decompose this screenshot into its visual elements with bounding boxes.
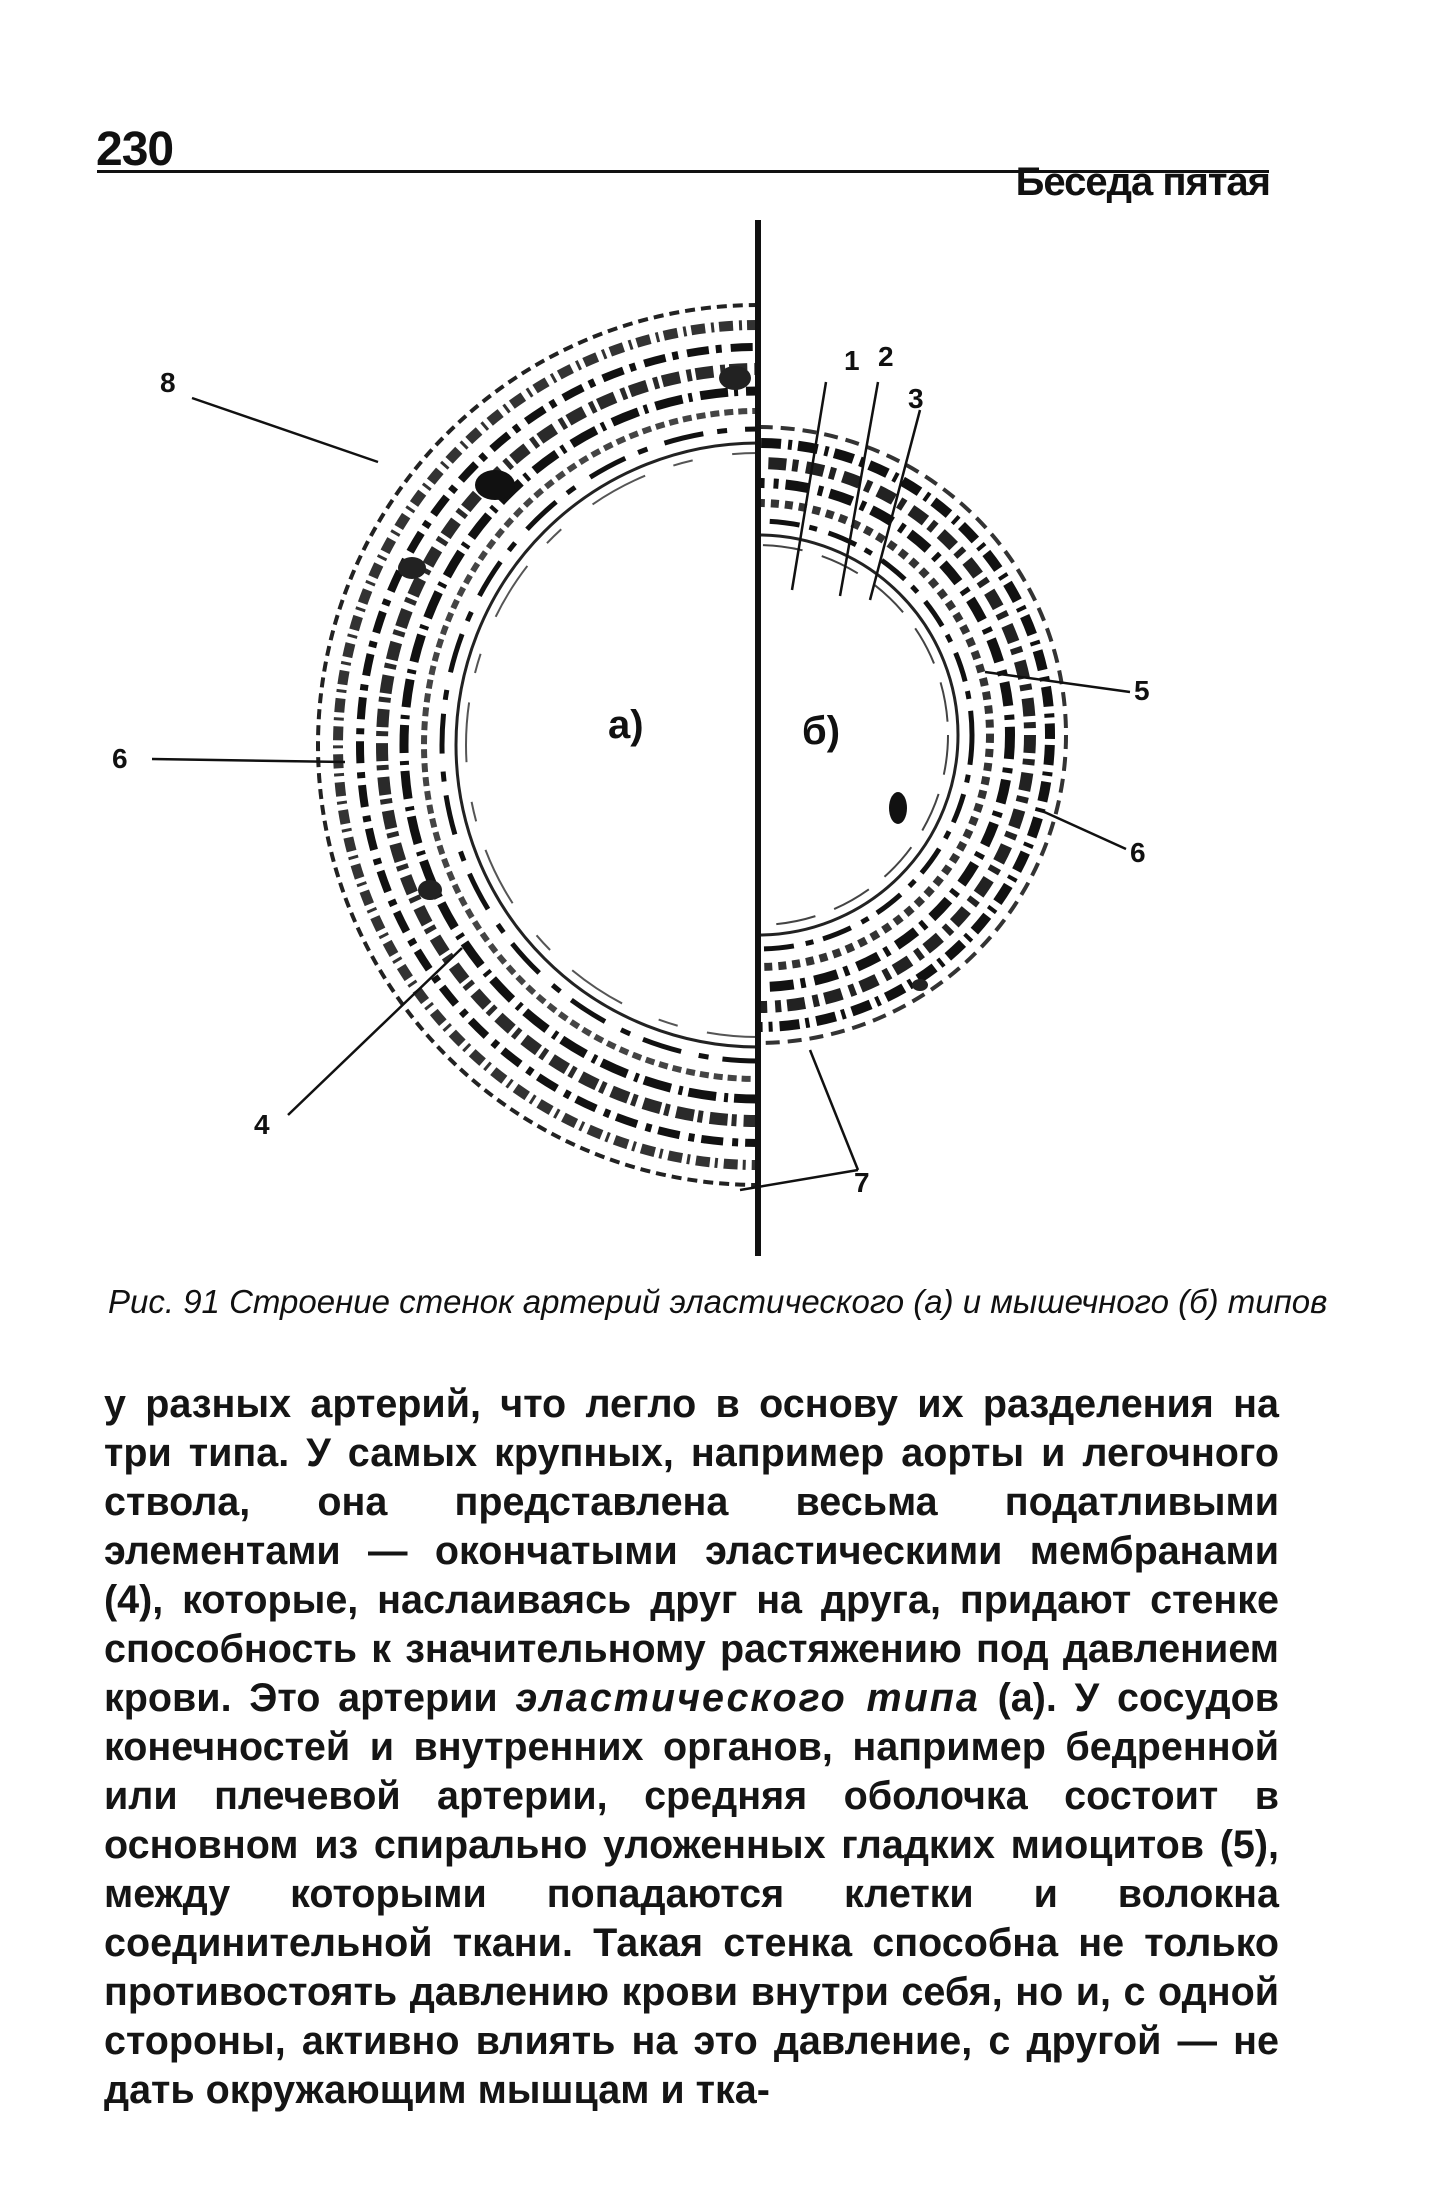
header-rule [97,170,1269,173]
caption-prefix: Рис. 91 [108,1283,220,1320]
elastic-artery-section [316,303,758,1187]
running-head: Беседа пятая [1015,160,1271,204]
label-6-left: 6 [112,743,128,774]
label-3: 3 [908,383,924,414]
leader-lines [151,381,1131,1192]
artery-wall-figure: 8 6 4 1 2 3 5 6 7 а) б) [112,220,1150,1256]
body-text-part-1: у разных артерий, что легло в основу их … [104,1382,1279,1720]
term-elastic-type: эластического типа [515,1676,980,1720]
label-8: 8 [160,367,176,398]
panel-a-label: а) [608,703,644,747]
label-1: 1 [844,345,860,376]
figure-caption: Рис. 91 Строение стенок артерий эластиче… [108,1283,1327,1321]
muscular-artery-section [758,425,1068,1045]
label-4: 4 [254,1109,270,1140]
label-2: 2 [878,341,894,372]
label-6-right: 6 [1130,837,1146,868]
label-7: 7 [854,1167,870,1198]
panel-b-label: б) [802,709,840,753]
caption-text: Строение стенок артерий эластического (а… [229,1283,1328,1320]
body-paragraph: у разных артерий, что легло в основу их … [104,1380,1279,2115]
page-number: 230 [96,123,174,176]
label-5: 5 [1134,675,1150,706]
body-text-part-2: (а). У сосудов конечностей и внутренних … [104,1676,1279,2112]
